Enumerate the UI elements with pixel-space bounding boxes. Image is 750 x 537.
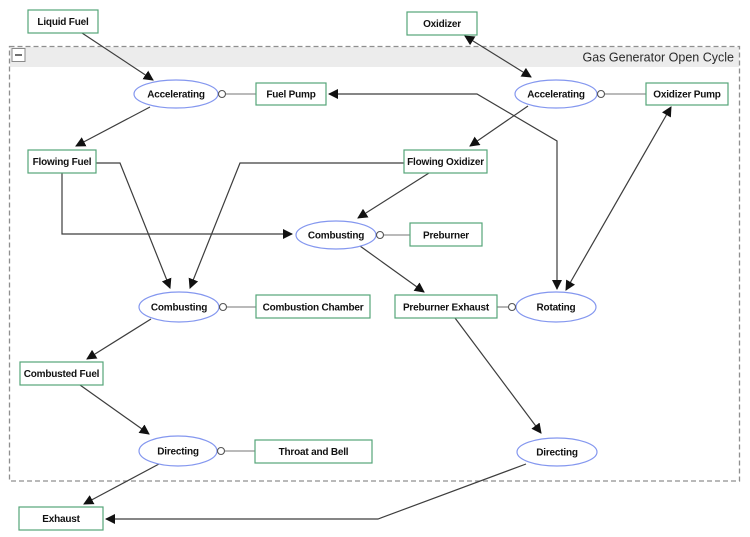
item-label: Oxidizer Pump <box>653 90 721 101</box>
item-label: Preburner Exhaust <box>403 303 490 314</box>
item-label: Combustion Chamber <box>263 303 364 314</box>
action-label: Accelerating <box>147 90 205 101</box>
container-gas-generator-open-cycle[interactable]: Gas Generator Open Cycle <box>8 45 741 482</box>
action-label: Combusting <box>151 303 207 314</box>
item-combustion-chamber[interactable]: Combustion Chamber <box>255 294 371 319</box>
item-flowing-fuel[interactable]: Flowing Fuel <box>27 149 97 174</box>
port-accelerating-oxidizer[interactable] <box>596 89 606 99</box>
item-label: Preburner <box>423 231 469 242</box>
edge-flowing-oxidizer-to-combusting-chamber[interactable] <box>188 162 404 289</box>
edge-flowing-oxidizer-to-combusting-preburner[interactable] <box>357 172 430 219</box>
edge-combusted-fuel-to-directing[interactable] <box>79 384 150 435</box>
item-exhaust[interactable]: Exhaust <box>18 506 104 531</box>
edge-directing-to-exhaust[interactable] <box>83 463 160 505</box>
edge-flowing-fuel-to-combusting-preburner[interactable] <box>61 173 294 240</box>
item-label: Liquid Fuel <box>37 17 89 28</box>
edge-oxidizer-accelerating-both[interactable] <box>464 35 532 78</box>
action-directing-exhaust[interactable]: Directing <box>516 437 598 467</box>
container-header[interactable] <box>10 47 739 67</box>
port-combusting-preburner[interactable] <box>375 230 385 240</box>
ports <box>216 89 606 456</box>
item-throat-and-bell[interactable]: Throat and Bell <box>254 439 373 464</box>
item-preburner-exhaust[interactable]: Preburner Exhaust <box>394 294 498 319</box>
action-nodes: Accelerating Accelerating Combusting Com… <box>133 79 598 467</box>
container-border[interactable] <box>8 45 741 482</box>
action-label: Accelerating <box>527 90 585 101</box>
item-nodes: Liquid Fuel Oxidizer Fuel Pump Oxidizer … <box>18 9 729 531</box>
item-label: Flowing Fuel <box>33 157 92 168</box>
action-label: Directing <box>536 448 578 459</box>
edge-rotating-oxidizer-pump-both[interactable] <box>565 106 672 291</box>
item-label: Oxidizer <box>423 19 461 30</box>
port-rotating[interactable] <box>507 302 517 312</box>
edge-fuel-pump-rotating-both[interactable] <box>327 88 563 291</box>
port-accelerating-fuel[interactable] <box>217 89 227 99</box>
item-fuel-pump[interactable]: Fuel Pump <box>255 82 327 106</box>
item-preburner[interactable]: Preburner <box>409 222 483 247</box>
edge-combusting-to-preburner-exhaust[interactable] <box>359 245 425 293</box>
edge-accelerating-to-flowing-oxidizer[interactable] <box>469 105 529 147</box>
action-label: Rotating <box>537 303 576 314</box>
item-label: Flowing Oxidizer <box>407 157 484 168</box>
item-oxidizer-pump[interactable]: Oxidizer Pump <box>645 82 729 106</box>
action-combusting-chamber[interactable]: Combusting <box>138 291 220 323</box>
edge-liquid-fuel-to-accelerating[interactable] <box>81 32 154 81</box>
action-directing-nozzle[interactable]: Directing <box>138 435 218 467</box>
item-flowing-oxidizer[interactable]: Flowing Oxidizer <box>403 149 488 174</box>
container-title: Gas Generator Open Cycle <box>583 51 735 65</box>
edge-flowing-fuel-to-combusting-chamber[interactable] <box>96 162 172 289</box>
item-label: Combusted Fuel <box>24 369 100 380</box>
port-combusting-chamber[interactable] <box>218 302 228 312</box>
edge-preburner-exhaust-to-directing[interactable] <box>454 317 542 434</box>
action-label: Combusting <box>308 231 364 242</box>
action-accelerating-fuel[interactable]: Accelerating <box>133 79 219 109</box>
item-label: Exhaust <box>42 514 80 525</box>
edge-accelerating-to-flowing-fuel[interactable] <box>75 106 151 147</box>
item-liquid-fuel[interactable]: Liquid Fuel <box>27 9 99 34</box>
item-combusted-fuel[interactable]: Combusted Fuel <box>19 361 104 386</box>
edge-combusting-to-combusted-fuel[interactable] <box>86 318 152 360</box>
allocation-edges <box>225 93 646 452</box>
item-label: Fuel Pump <box>266 90 315 101</box>
action-accelerating-oxidizer[interactable]: Accelerating <box>514 79 598 109</box>
item-oxidizer[interactable]: Oxidizer <box>406 11 478 36</box>
collapse-button[interactable] <box>11 48 26 62</box>
item-label: Throat and Bell <box>279 447 349 458</box>
action-label: Directing <box>157 447 199 458</box>
action-rotating[interactable]: Rotating <box>515 291 597 323</box>
edge-directing-to-exhaust-long[interactable] <box>104 463 527 525</box>
port-directing-nozzle[interactable] <box>216 446 226 456</box>
action-combusting-preburner[interactable]: Combusting <box>295 220 377 250</box>
flow-edges <box>61 32 672 525</box>
